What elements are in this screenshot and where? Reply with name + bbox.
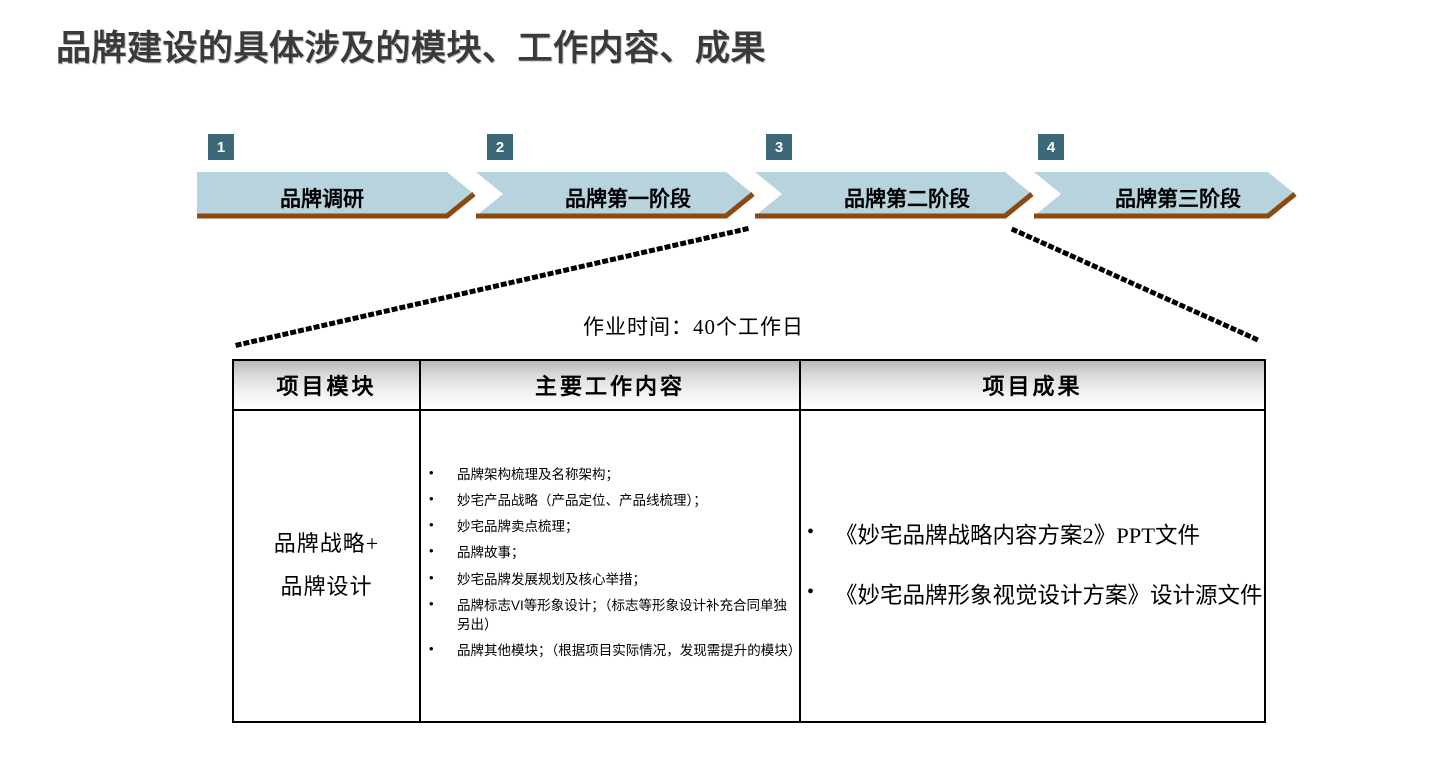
process-step-4-label[interactable]: 品牌第三阶段 bbox=[1115, 187, 1241, 211]
work-item: 品牌其他模块；（根据项目实际情况，发现需提升的模块） bbox=[421, 640, 801, 660]
module-line-2: 品牌设计 bbox=[280, 574, 373, 599]
table-row: 品牌战略+ 品牌设计 品牌架构梳理及名称架构； 妙宅产品战略（产品定位、产品线梳… bbox=[232, 409, 1266, 723]
process-step-2-label[interactable]: 品牌第一阶段 bbox=[565, 187, 691, 211]
work-item: 妙宅品牌卖点梳理； bbox=[421, 516, 799, 536]
process-step-2-badge[interactable]: 2 bbox=[487, 134, 513, 160]
table-header-work: 主要工作内容 bbox=[419, 359, 801, 411]
cell-project-result: 《妙宅品牌战略内容方案2》PPT文件 《妙宅品牌形象视觉设计方案》设计源文件 bbox=[799, 409, 1266, 723]
process-step-2-shape[interactable] bbox=[476, 172, 755, 219]
table-header-result: 项目成果 bbox=[799, 359, 1266, 411]
result-item: 《妙宅品牌形象视觉设计方案》设计源文件 bbox=[801, 577, 1264, 613]
process-step-1-badge[interactable]: 1 bbox=[208, 134, 234, 160]
table-header-module: 项目模块 bbox=[232, 359, 421, 411]
module-line-1: 品牌战略+ bbox=[273, 531, 380, 557]
process-step-3-shape[interactable] bbox=[755, 172, 1034, 219]
project-detail-table: 项目模块 主要工作内容 项目成果 品牌战略+ 品牌设计 品牌架构梳理及名称架构；… bbox=[232, 359, 1266, 723]
process-step-1-label[interactable]: 品牌调研 bbox=[280, 187, 364, 211]
connector-line-right bbox=[1010, 226, 1262, 344]
work-item: 妙宅品牌发展规划及核心举措； bbox=[421, 568, 799, 589]
worktime-caption: 作业时间：40个工作日 bbox=[583, 315, 804, 339]
result-item: 《妙宅品牌战略内容方案2》PPT文件 bbox=[801, 517, 1264, 553]
work-item: 品牌架构梳理及名称架构； bbox=[421, 464, 799, 484]
process-step-1-shape[interactable] bbox=[197, 172, 476, 219]
process-step-3-badge[interactable]: 3 bbox=[766, 134, 792, 160]
work-item: 品牌故事； bbox=[421, 542, 799, 562]
process-step-3-label[interactable]: 品牌第二阶段 bbox=[844, 187, 970, 211]
result-item-list: 《妙宅品牌战略内容方案2》PPT文件 《妙宅品牌形象视觉设计方案》设计源文件 bbox=[801, 517, 1264, 613]
cell-project-module: 品牌战略+ 品牌设计 bbox=[232, 409, 421, 723]
cell-work-content: 品牌架构梳理及名称架构； 妙宅产品战略（产品定位、产品线梳理）； 妙宅品牌卖点梳… bbox=[419, 409, 801, 723]
page-title: 品牌建设的具体涉及的模块、工作内容、成果 bbox=[56, 29, 767, 68]
work-item-list: 品牌架构梳理及名称架构； 妙宅产品战略（产品定位、产品线梳理）； 妙宅品牌卖点梳… bbox=[421, 464, 801, 660]
work-item: 品牌标志VI等形象设计；（标志等形象设计补充合同单独另出） bbox=[421, 595, 799, 634]
process-step-4-shape[interactable] bbox=[1034, 172, 1297, 219]
table-header-row: 项目模块 主要工作内容 项目成果 bbox=[232, 359, 1266, 411]
work-item: 妙宅产品战略（产品定位、产品线梳理）； bbox=[421, 490, 799, 510]
process-step-4-badge[interactable]: 4 bbox=[1038, 134, 1064, 160]
